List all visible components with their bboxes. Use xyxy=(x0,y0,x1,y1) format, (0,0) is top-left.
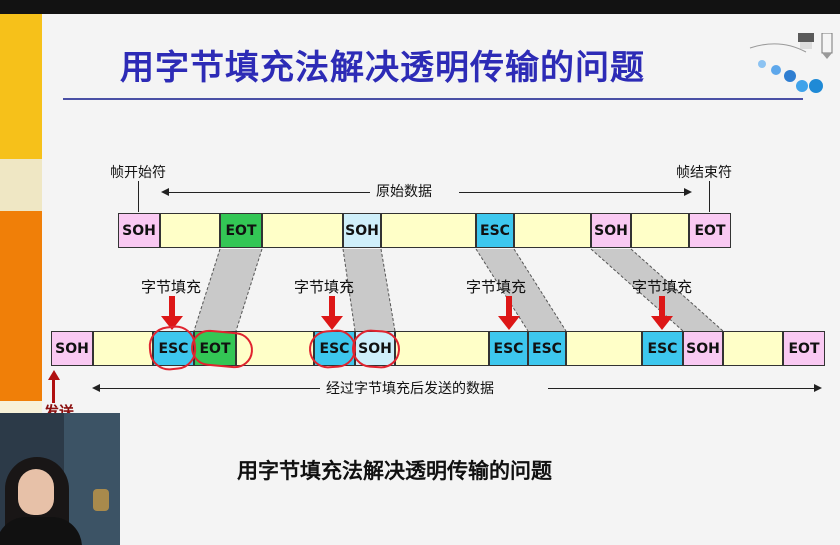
top-window-bar xyxy=(0,0,840,14)
original-cell-eot: EOT xyxy=(220,213,262,248)
send-arrow-shaft xyxy=(52,379,55,403)
original-data-label: 原始数据 xyxy=(376,184,432,200)
red-arrow-down-icon xyxy=(161,316,183,330)
stuffed-cell-data xyxy=(566,331,642,366)
red-circle-soh xyxy=(350,328,402,370)
frame-start-label: 帧开始符 xyxy=(110,165,166,181)
stuffed-cell-esc: ESC xyxy=(314,331,355,366)
byte-stuffing-label-2: 字节填充 xyxy=(294,278,355,296)
original-cell-eot-end: EOT xyxy=(689,213,731,248)
stuffed-cell-esc: ESC xyxy=(153,331,194,366)
left-accent-orange xyxy=(0,211,42,401)
red-circle-eot xyxy=(189,328,255,370)
mapping-eot xyxy=(194,249,262,331)
caption-text: 用字节填充法解决透明传输的问题 xyxy=(237,459,552,483)
original-cell-data xyxy=(381,213,476,248)
mapping-soh-2 xyxy=(591,249,723,331)
stuffed-cell-esc: ESC xyxy=(489,331,528,366)
original-cell-soh-inner: SOH xyxy=(343,213,381,248)
stuffed-cell-esc: ESC xyxy=(642,331,683,366)
stuffed-data-arrow-right-head xyxy=(814,384,822,392)
original-cell-data xyxy=(262,213,343,248)
original-data-arrow-left xyxy=(169,192,370,193)
red-arrow-down-icon xyxy=(498,316,520,330)
original-cell-soh-inner-2: SOH xyxy=(591,213,631,248)
webcam-object xyxy=(93,489,109,511)
stuffed-cell-eot: EOT xyxy=(783,331,825,366)
byte-stuffing-label-3: 字节填充 xyxy=(466,278,527,296)
original-data-arrow-left-head xyxy=(161,188,169,196)
pen-tool-icon[interactable] xyxy=(820,33,834,59)
stuffed-cell-data xyxy=(93,331,153,366)
original-cell-esc: ESC xyxy=(476,213,514,248)
stuffed-cell-soh: SOH xyxy=(51,331,93,366)
stuffed-cell-data xyxy=(395,331,489,366)
stuffed-cell-data xyxy=(236,331,314,366)
stuffed-data-arrow-right xyxy=(548,388,814,389)
original-data-arrow-right xyxy=(459,192,684,193)
stuffed-cell-eot: EOT xyxy=(194,331,236,366)
slide-title: 用字节填充法解决透明传输的问题 xyxy=(120,48,645,88)
webcam-face xyxy=(18,469,54,515)
red-arrow-down-icon xyxy=(651,316,673,330)
original-cell-data xyxy=(631,213,689,248)
stuffed-cell-esc: ESC xyxy=(528,331,566,366)
webcam-window xyxy=(64,413,120,545)
original-cell-data xyxy=(514,213,591,248)
red-arrow-shaft-2 xyxy=(329,296,335,318)
frame-start-marker xyxy=(138,181,139,212)
byte-stuffing-label-4: 字节填充 xyxy=(632,278,693,296)
stuffed-cell-soh: SOH xyxy=(355,331,395,366)
red-arrow-shaft-3 xyxy=(506,296,512,318)
original-cell-data xyxy=(160,213,220,248)
red-arrow-shaft-1 xyxy=(169,296,175,318)
webcam-body xyxy=(0,517,82,545)
webcam-video xyxy=(0,413,120,545)
left-accent-pale xyxy=(0,159,42,211)
stuffed-data-arrow-left xyxy=(100,388,320,389)
stuffed-data-arrow-left-head xyxy=(92,384,100,392)
title-underline xyxy=(63,98,803,100)
original-data-arrow-right-head xyxy=(684,188,692,196)
stuffed-data-label: 经过字节填充后发送的数据 xyxy=(326,381,494,397)
mapping-esc xyxy=(476,249,566,331)
stuffed-cell-data xyxy=(723,331,783,366)
network-decoration-icon xyxy=(749,33,823,93)
left-accent-yellow xyxy=(0,14,42,159)
original-cell-soh: SOH xyxy=(118,213,160,248)
mapping-soh xyxy=(343,249,395,331)
send-arrow-icon xyxy=(48,370,60,380)
byte-stuffing-label-1: 字节填充 xyxy=(141,278,202,296)
stuffed-cell-soh: SOH xyxy=(683,331,723,366)
red-arrow-down-icon xyxy=(321,316,343,330)
red-arrow-shaft-4 xyxy=(659,296,665,318)
frame-end-marker xyxy=(709,181,710,212)
frame-end-label: 帧结束符 xyxy=(676,165,732,181)
